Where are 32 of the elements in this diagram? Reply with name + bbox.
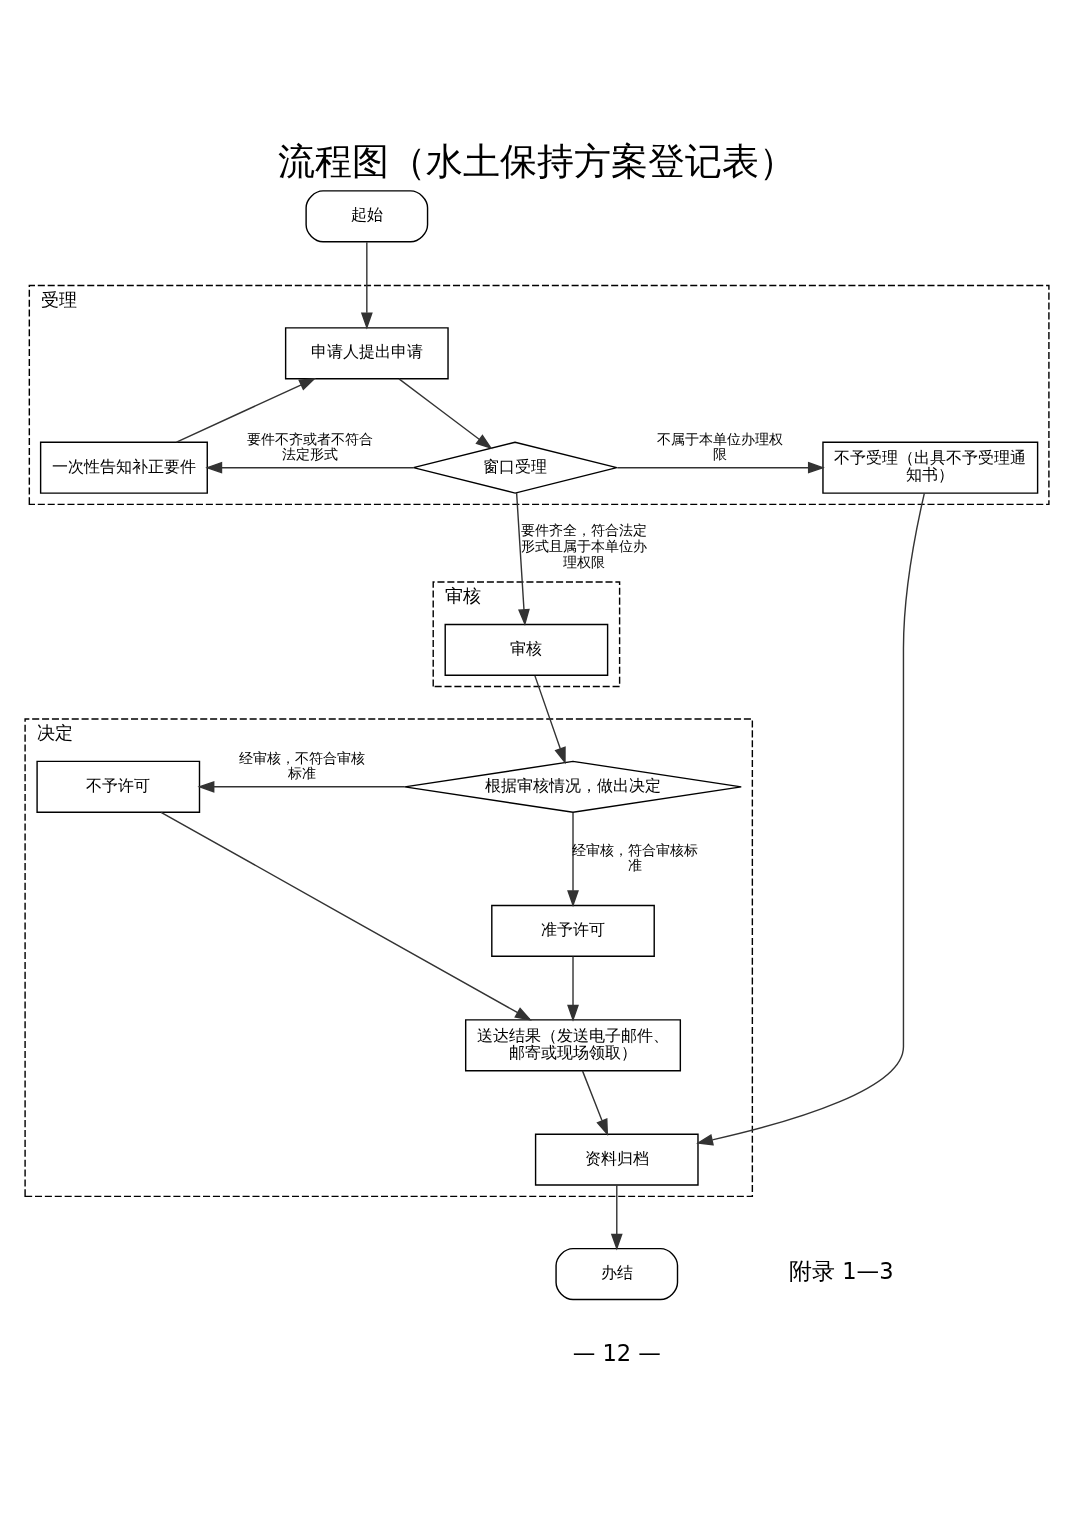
node-box: 送达结果（发送电子邮件、邮寄或现场领取）	[465, 1019, 682, 1072]
arrow	[205, 461, 415, 474]
arrow	[567, 955, 579, 1022]
arrow	[398, 378, 493, 450]
node-box: 准予许可	[491, 904, 655, 957]
node-box: 起始	[305, 190, 429, 243]
node-box: 办结	[555, 1247, 679, 1301]
node-diamond: 窗口受理	[412, 441, 618, 494]
arrow	[197, 780, 406, 793]
label: 附录 1—3	[789, 1258, 894, 1285]
diagram-title: 流程图（水土保持方案登记表）	[278, 139, 796, 183]
arrow	[610, 1184, 623, 1251]
arrow	[616, 461, 825, 474]
node-box: 一次性告知补正要件	[39, 441, 208, 494]
edge-label: 经审核，不符合审核标准	[239, 749, 366, 782]
label: — 12 —	[572, 1340, 661, 1367]
edge-label: 要件不齐或者不符合法定形式	[247, 430, 374, 463]
arrow	[534, 675, 566, 765]
arrow	[175, 378, 317, 443]
node-diamond: 根据审核情况，做出决定	[404, 760, 742, 813]
edge-label: 要件齐全，符合法定形式且属于本单位办理权限	[521, 522, 648, 570]
arrow	[160, 811, 532, 1021]
node-box: 不予受理（出具不予受理通知书）	[822, 441, 1039, 494]
node-box: 资料归档	[534, 1133, 699, 1186]
arrow	[696, 492, 926, 1146]
edge-label: 不属于本单位办理权限	[656, 430, 783, 463]
arrow	[581, 1070, 609, 1137]
node-box: 审核	[444, 623, 609, 676]
arrow	[360, 241, 373, 330]
node-box: 不予许可	[36, 760, 201, 813]
node-box: 申请人提出申请	[284, 327, 449, 380]
arrow	[515, 492, 530, 627]
